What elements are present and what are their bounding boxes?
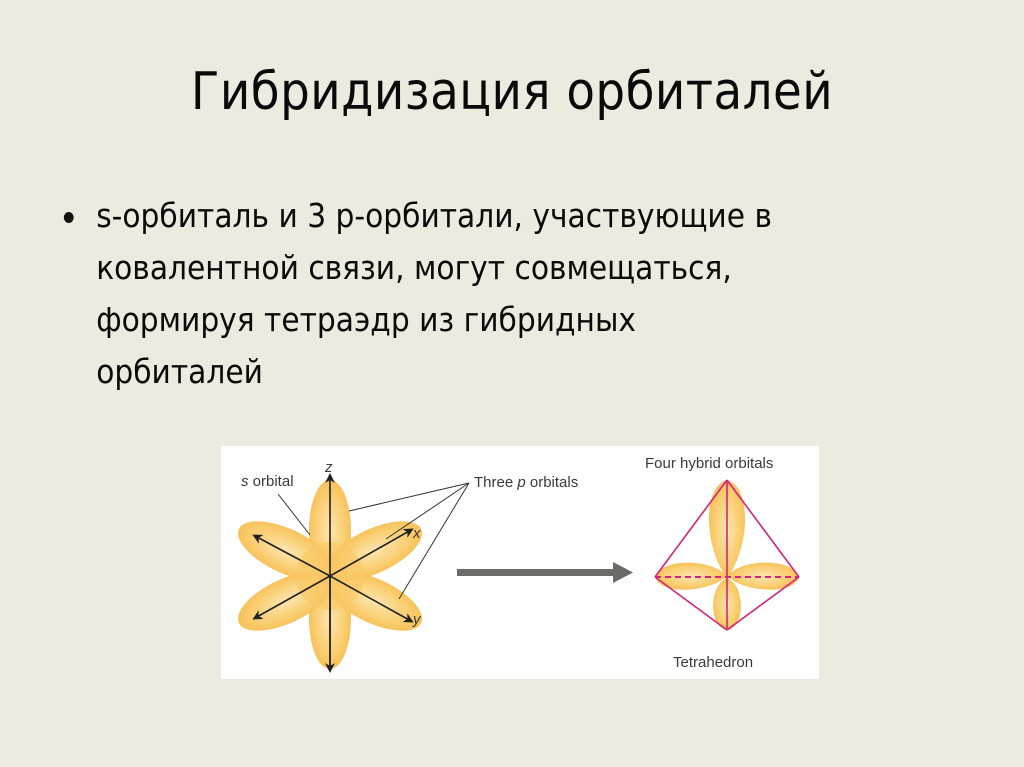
p-orbitals-label: Three p orbitals (474, 474, 578, 491)
axis-z-label: z (324, 459, 333, 476)
bullet-line: s-орбиталь и 3 p-орбитали, участвующие в (96, 196, 772, 235)
axis-y-label: y (412, 611, 422, 628)
s-and-p-orbitals-diagram: s orbital z x y Three p orbitals (237, 459, 578, 673)
bullet-line: орбиталей (96, 352, 263, 391)
axis-x-label: x (412, 525, 421, 542)
tetrahedron-diagram: Four hybrid orbitals Tetrahedron (645, 455, 800, 671)
bullet-list: s-орбиталь и 3 p-орбитали, участвующие в… (62, 190, 962, 398)
page-title: Гибридизация орбиталей (190, 62, 834, 122)
bullet-dot-icon (63, 212, 74, 223)
s-orbital-label: s orbital (241, 473, 294, 490)
bullet-item: s-орбиталь и 3 p-орбитали, участвующие в… (62, 190, 872, 398)
hybridization-figure: s orbital z x y Three p orbitals (221, 446, 819, 679)
tetrahedron-label: Tetrahedron (673, 654, 753, 671)
bullet-line: ковалентной связи, могут совмещаться, (96, 248, 732, 287)
bullet-line: формируя тетраэдр из гибридных (96, 300, 637, 339)
right-arrow-icon (457, 562, 633, 583)
hybrid-orbitals-label: Four hybrid orbitals (645, 455, 773, 472)
